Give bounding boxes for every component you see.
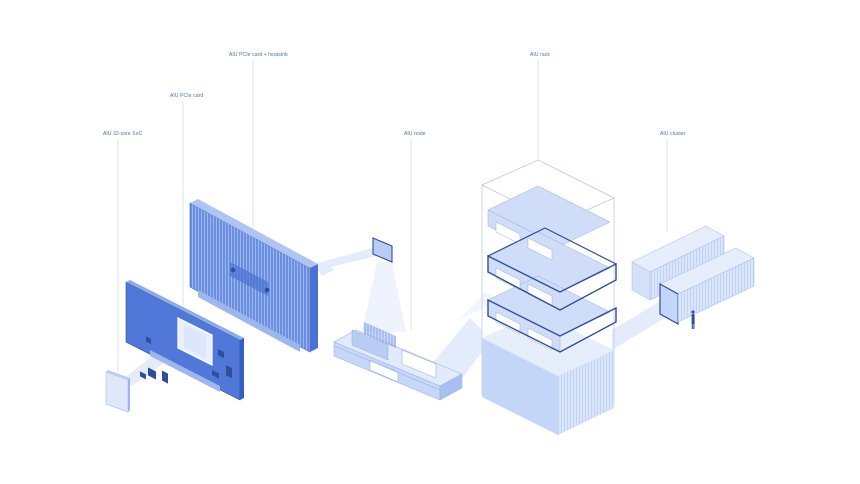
aiu-node	[333, 322, 463, 401]
label-node: AIU node	[404, 131, 426, 137]
pcie-card	[125, 280, 244, 401]
aiu-cluster	[631, 225, 755, 329]
chip-callout	[372, 237, 393, 263]
soc-chip	[105, 370, 130, 413]
aiu-rack	[481, 159, 617, 435]
label-rack: AIU rack	[530, 52, 550, 58]
label-pcie-card: AIU PCIe card	[170, 93, 204, 99]
leader-lines	[117, 60, 668, 372]
person-icon	[691, 310, 695, 329]
pcie-card-heatsink	[189, 199, 334, 353]
label-pcie-card-heatsink: AIU PCIe card + heatsink	[229, 52, 288, 58]
label-cluster: AIU cluster	[660, 131, 686, 137]
label-soc: AIU 32-core SoC	[103, 131, 143, 137]
